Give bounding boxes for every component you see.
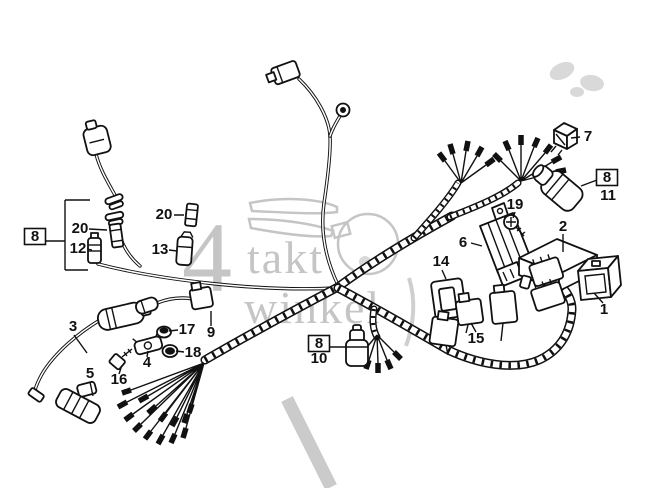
watermark-brake-lever-lower: [247, 217, 335, 238]
watermark-word-1: takt: [247, 232, 324, 283]
plug-wire-terminal: [27, 387, 45, 403]
part-label-6: 6: [459, 234, 467, 251]
part-label-15: 15: [468, 330, 485, 347]
label-number: 16: [111, 371, 128, 388]
fuse-20-left: [108, 222, 125, 249]
condenser-12: [87, 232, 102, 264]
part-label-7: 7: [584, 128, 592, 145]
part-label-9: 9: [207, 324, 215, 341]
connector-terminals: [436, 140, 496, 168]
label-number: 20: [72, 220, 89, 237]
part-label-8-boxed: 8: [307, 334, 331, 353]
watermark-diagonal-band: [281, 396, 337, 488]
part-label-1: 1: [600, 301, 608, 318]
group-8-bracket: [45, 199, 90, 271]
flasher-relay-7: [550, 122, 578, 156]
branch-connector-middle: [488, 283, 519, 342]
part-label-8-boxed: 8: [595, 168, 619, 187]
nut-17: [156, 325, 172, 339]
label-number: 5: [86, 365, 94, 382]
part-label-14: 14: [433, 253, 450, 270]
label-number: 17: [179, 321, 196, 338]
part-label-20: 20: [156, 206, 173, 223]
label-box: [23, 227, 47, 246]
part-label-16: 16: [111, 371, 128, 388]
leader-lines: [73, 136, 604, 397]
label-number: 20: [156, 206, 173, 223]
label-number: 3: [69, 318, 77, 335]
part-label-5: 5: [86, 365, 94, 382]
condenser-10: [345, 324, 369, 367]
label-number: 13: [152, 241, 169, 258]
label-number: 11: [600, 187, 616, 204]
upper-bundle-right: [492, 135, 567, 182]
label-number: 8: [603, 169, 611, 186]
connector-terminals: [492, 135, 567, 175]
bullet-terminals: [116, 387, 195, 446]
label-number: 10: [311, 350, 328, 367]
watermark-cable: [404, 277, 416, 347]
round-connector: [335, 102, 351, 118]
label-number: 8: [315, 335, 323, 352]
part-label-2: 2: [559, 218, 567, 235]
label-number: 19: [507, 196, 524, 213]
label-box: [595, 168, 619, 187]
screw-19: [503, 214, 526, 237]
part-label-20: 20: [72, 220, 89, 237]
watermark-blob-2: [580, 74, 604, 92]
watermark-brake-lever-upper: [248, 197, 339, 215]
main-bundle-terminals: [116, 362, 205, 446]
part-label-3: 3: [69, 318, 77, 335]
rubber-boot-11: [531, 164, 584, 212]
fuse-20-right: [184, 202, 199, 228]
part-label-17: 17: [179, 321, 196, 338]
sub-harness-9: [135, 281, 214, 315]
top-left-connector: [265, 60, 301, 86]
part-label-18: 18: [185, 344, 202, 361]
part-label-8-boxed: 8: [23, 227, 47, 246]
switch-connector-pair-1: [104, 193, 124, 211]
part-label-12: 12: [70, 240, 87, 257]
watermark-blob-3: [570, 87, 584, 97]
connector-15: [454, 292, 485, 334]
label-number: 12: [70, 240, 87, 257]
part-label-4: 4: [143, 354, 152, 371]
watermark-switch-housing: [330, 220, 352, 240]
label-number: 8: [31, 228, 39, 245]
label-number: 9: [207, 324, 215, 341]
part-label-11: 11: [600, 187, 616, 204]
label-number: 14: [433, 253, 450, 270]
nut-18: [161, 344, 179, 358]
clamp-4: [132, 331, 164, 356]
ignition-switch: [82, 119, 112, 157]
label-number: 15: [468, 330, 485, 347]
starter-relay-1: [577, 255, 622, 301]
label-number: 2: [559, 218, 567, 235]
part-label-13: 13: [152, 241, 169, 258]
bolt-16: [108, 348, 133, 371]
label-number: 6: [459, 234, 467, 251]
upper-bundle-left: [436, 140, 496, 184]
label-number: 18: [185, 344, 202, 361]
part-label-10: 10: [311, 350, 328, 367]
spark-plug-cap: [55, 380, 101, 424]
harness-end-connectors: [528, 254, 566, 312]
watermark-blob-1: [549, 61, 575, 81]
part-label-19: 19: [507, 196, 524, 213]
label-box: [307, 334, 331, 353]
label-number: 7: [584, 128, 592, 145]
label-number: 4: [143, 354, 152, 371]
branch-connector-left: [428, 310, 460, 356]
label-number: 1: [600, 301, 608, 318]
